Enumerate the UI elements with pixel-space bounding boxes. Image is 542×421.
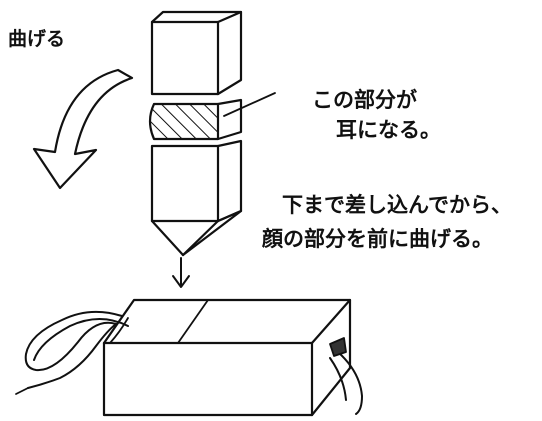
instruction-line2: 顔の部分を前に曲げる。 — [262, 227, 493, 251]
ear-pointer-line — [223, 92, 276, 117]
down-arrow-icon — [172, 257, 190, 288]
right-strap-buckle — [329, 337, 347, 357]
ear-label-line1: この部分が — [312, 88, 417, 112]
bend-label: 曲げる — [8, 28, 66, 50]
assembled-box — [102, 298, 352, 417]
lower-box-piece — [150, 139, 243, 257]
upper-box-piece — [150, 10, 243, 96]
left-strap — [24, 310, 123, 389]
instruction-line1: 下まで差し込んでから、 — [282, 193, 512, 217]
ear-label-line2: 耳になる。 — [336, 118, 441, 142]
bend-arrow-icon — [32, 68, 134, 190]
left-strap-outer — [33, 318, 129, 361]
right-strap — [337, 351, 363, 415]
right-strap-inner — [329, 357, 347, 401]
ear-label: この部分が 耳になる。 — [312, 85, 441, 145]
ear-section — [148, 98, 243, 141]
instruction-label: 下まで差し込んでから、 顔の部分を前に曲げる。 — [262, 188, 512, 256]
left-strap-end — [15, 387, 29, 395]
